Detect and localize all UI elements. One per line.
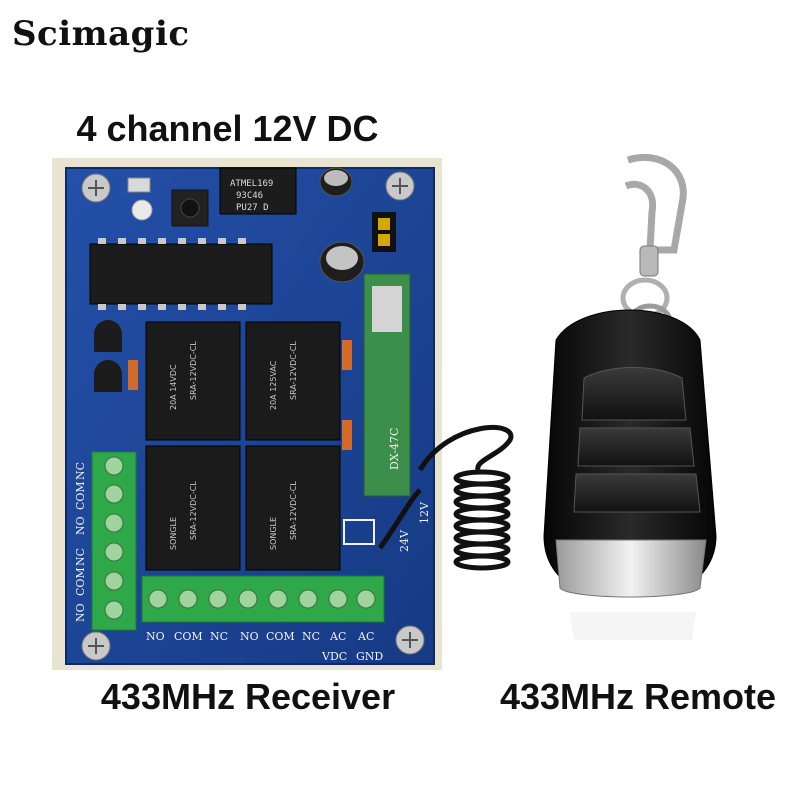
svg-text:NO: NO [240, 630, 259, 643]
svg-text:NC: NC [302, 630, 320, 643]
svg-text:AC: AC [329, 630, 346, 643]
rf-module: DX-47C [363, 273, 411, 497]
remote-caption: 433MHz Remote [499, 676, 777, 717]
receiver-caption: 433MHz Receiver [100, 676, 396, 717]
screw-icon [81, 171, 425, 661]
svg-text:COM: COM [74, 481, 87, 510]
side-terminal-block [91, 451, 137, 631]
svg-text:NC: NC [74, 462, 87, 480]
relay-1: SRA-12VDC-CL 20A 14VDC [145, 321, 241, 441]
svg-text:SONGLE: SONGLE [269, 517, 278, 550]
svg-text:ATMEL169: ATMEL169 [230, 179, 273, 189]
eeprom-chip: ATMEL169 93C46 PU27 D [219, 167, 297, 215]
svg-text:NO: NO [74, 603, 87, 622]
product-title: 4 channel 12V DC [76, 108, 379, 149]
svg-text:93C46: 93C46 [236, 191, 263, 201]
svg-text:20A 14VDC: 20A 14VDC [169, 364, 178, 410]
svg-text:SRA-12VDC-CL: SRA-12VDC-CL [289, 481, 298, 540]
svg-text:NO: NO [74, 516, 87, 535]
svg-text:GND: GND [356, 650, 383, 663]
svg-text:SRA-12VDC-CL: SRA-12VDC-CL [289, 341, 298, 400]
svg-text:COM: COM [74, 567, 87, 596]
antenna-coil [377, 425, 514, 571]
svg-text:NC: NC [74, 548, 87, 566]
side-terminal-labels: NC COM NO NC COM NO [74, 462, 87, 622]
svg-text:SONGLE: SONGLE [169, 517, 178, 550]
svg-text:NC: NC [210, 630, 228, 643]
svg-text:VDC: VDC [321, 650, 347, 663]
svg-text:24V: 24V [398, 529, 411, 552]
svg-text:COM: COM [266, 630, 295, 643]
bottom-terminal-block [141, 575, 385, 623]
svg-text:12V: 12V [418, 501, 431, 524]
svg-text:PU27 D: PU27 D [236, 203, 269, 213]
receiver-board: ATMEL169 93C46 PU27 D DX-47C [52, 158, 442, 670]
relay-2: SRA-12VDC-CL 20A 125VAC [245, 321, 341, 441]
remote-control [543, 153, 717, 640]
svg-text:SRA-12VDC-CL: SRA-12VDC-CL [189, 341, 198, 400]
brand-logo-text: Scimagic [12, 14, 190, 54]
relay-4: SRA-12VDC-CL SONGLE [245, 445, 341, 571]
bottom-terminal-labels: NO COM NC NO COM NC AC AC VDC GND [146, 630, 383, 663]
svg-text:COM: COM [174, 630, 203, 643]
svg-text:SRA-12VDC-CL: SRA-12VDC-CL [189, 481, 198, 540]
svg-text:AC: AC [357, 630, 374, 643]
svg-text:NO: NO [146, 630, 165, 643]
svg-text:DX-47C: DX-47C [388, 428, 401, 470]
relay-3: SRA-12VDC-CL SONGLE [145, 445, 241, 571]
svg-text:20A 125VAC: 20A 125VAC [269, 360, 278, 410]
